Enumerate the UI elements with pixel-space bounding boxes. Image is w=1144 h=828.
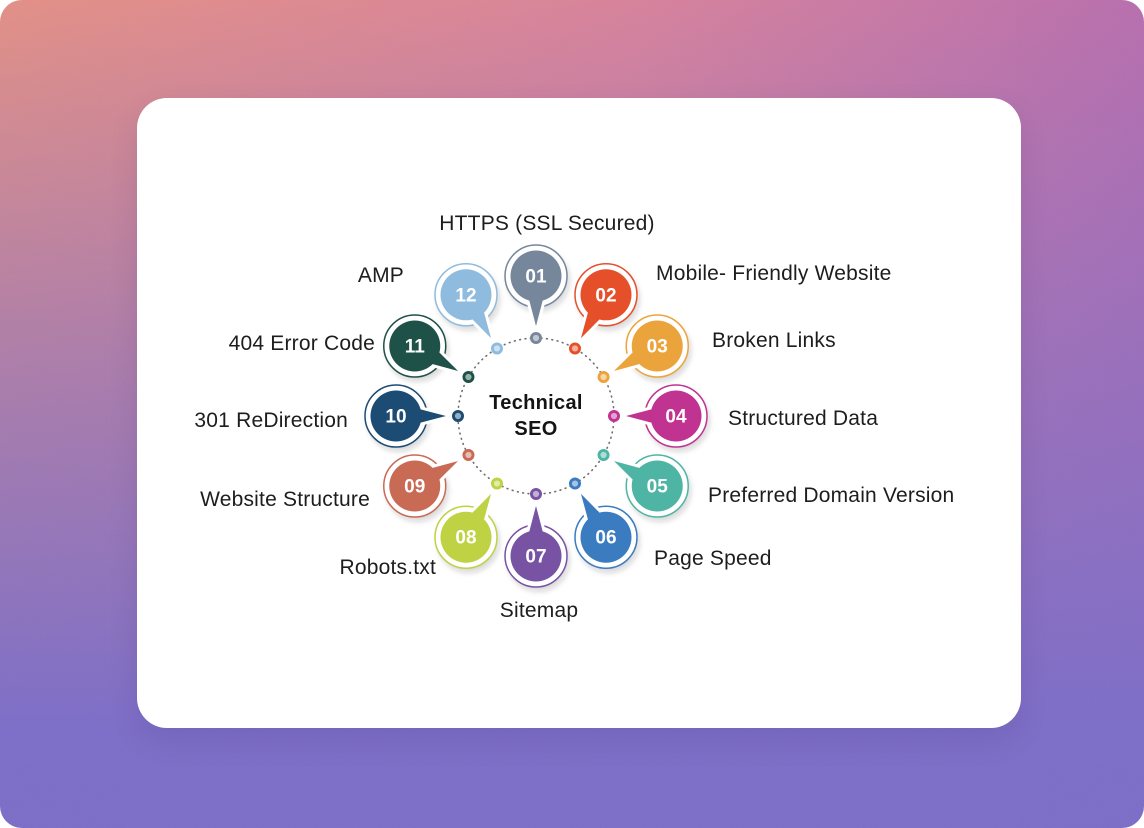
item-label-04: Structured Data bbox=[728, 407, 879, 430]
balloon-06: 06 bbox=[569, 477, 640, 573]
balloon-05: 05 bbox=[597, 449, 691, 522]
balloon-number-02: 02 bbox=[595, 285, 616, 306]
balloon-number-08: 08 bbox=[455, 528, 476, 549]
balloon-number-09: 09 bbox=[404, 477, 425, 498]
balloon-01: 01 bbox=[504, 244, 570, 344]
balloon-09: 09 bbox=[383, 449, 475, 522]
balloon-number-01: 01 bbox=[525, 267, 547, 288]
balloon-10: 10 bbox=[364, 384, 464, 452]
item-label-08: Robots.txt bbox=[339, 556, 436, 579]
center-title-line2: SEO bbox=[514, 418, 558, 440]
item-label-05: Preferred Domain Version bbox=[708, 484, 955, 507]
item-label-06: Page Speed bbox=[654, 547, 772, 570]
balloon-number-06: 06 bbox=[595, 528, 616, 549]
item-label-11: 404 Error Code bbox=[228, 332, 375, 355]
diagram-center-title: Technical SEO bbox=[489, 390, 582, 442]
balloon-number-11: 11 bbox=[405, 337, 426, 358]
balloon-03: 03 bbox=[597, 314, 691, 383]
balloon-number-12: 12 bbox=[455, 285, 476, 306]
item-label-02: Mobile- Friendly Website bbox=[656, 262, 892, 285]
item-label-03: Broken Links bbox=[712, 329, 836, 352]
balloon-number-07: 07 bbox=[525, 547, 546, 568]
item-label-09: Website Structure bbox=[200, 488, 370, 511]
balloon-02: 02 bbox=[569, 263, 640, 355]
balloon-08: 08 bbox=[434, 477, 503, 573]
item-label-07: Sitemap bbox=[499, 599, 579, 622]
balloon-04: 04 bbox=[608, 384, 710, 452]
item-label-12: AMP bbox=[357, 264, 404, 287]
balloon-number-10: 10 bbox=[385, 407, 406, 428]
balloon-number-04: 04 bbox=[665, 407, 687, 428]
balloon-number-05: 05 bbox=[647, 477, 669, 498]
balloon-12: 12 bbox=[434, 263, 503, 355]
center-title-line1: Technical bbox=[489, 392, 583, 414]
balloon-07: 07 bbox=[504, 488, 570, 592]
item-label-01: HTTPS (SSL Secured) bbox=[439, 212, 655, 235]
technical-seo-diagram: 01 02 03 04 05 06 07 08 09 10 11 12 Technical SEO H… bbox=[137, 98, 1021, 728]
balloon-number-03: 03 bbox=[647, 337, 668, 358]
item-label-10: 301 ReDirection bbox=[194, 409, 348, 432]
infographic-card: 01 02 03 04 05 06 07 08 09 10 11 12 Technical SEO H… bbox=[137, 98, 1021, 728]
seo-ring-graphic: 01 02 03 04 05 06 07 08 09 10 11 12 bbox=[364, 244, 710, 592]
balloon-11: 11 bbox=[383, 314, 475, 383]
